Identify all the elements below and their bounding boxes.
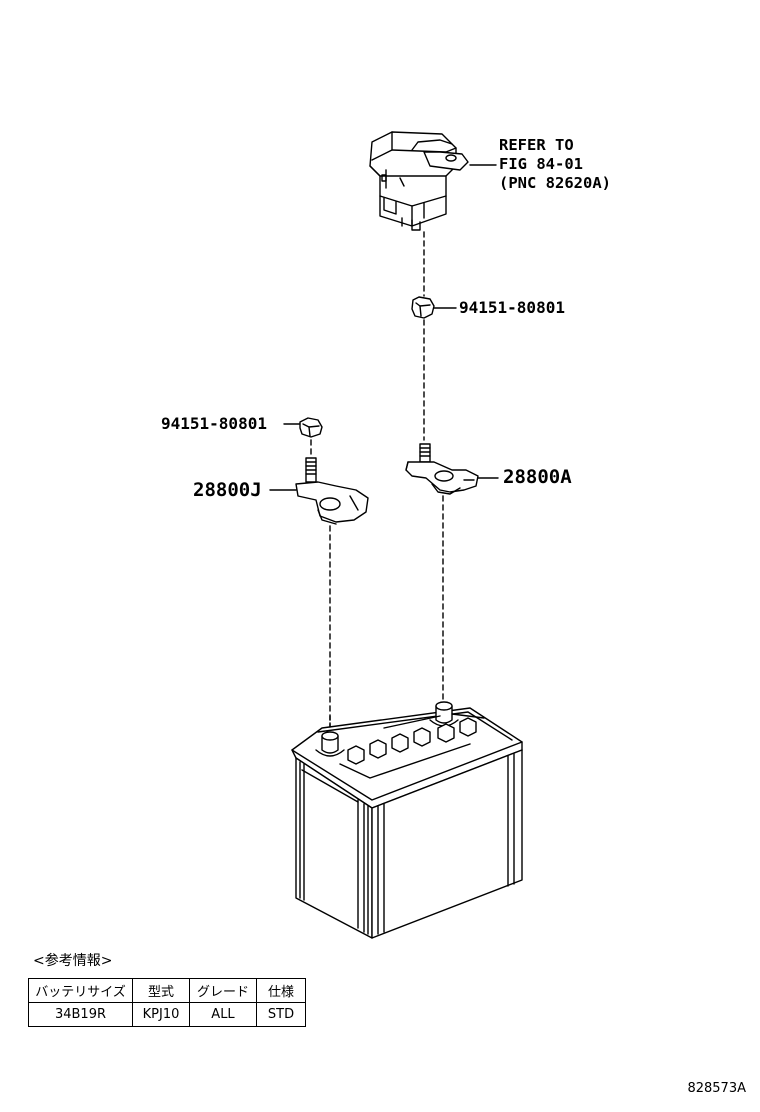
nut-left-part [283,417,323,438]
nut-upper-part [411,296,457,319]
fuse-block-part [369,131,469,231]
info-header-spec: 仕様 [256,978,306,1003]
info-cell-model: KPJ10 [132,1002,190,1027]
info-cell-grade: ALL [189,1002,257,1027]
info-table-header-row: バッテリサイズ 型式 グレード 仕様 [28,978,306,1003]
callout-terminal-positive: 28800A [503,466,572,488]
info-header-grade: グレード [189,978,257,1003]
info-cell-spec: STD [256,1002,306,1027]
terminal-negative-part [269,457,369,525]
info-table-title: <参考情報> [33,953,113,969]
callout-nut-upper: 94151-80801 [459,298,565,317]
terminal-positive-part [405,443,499,495]
callout-nut-left: 94151-80801 [161,414,267,433]
info-cell-battery-size: 34B19R [28,1002,133,1027]
callout-terminal-negative: 28800J [193,479,262,501]
info-table: バッテリサイズ 型式 グレード 仕様 34B19R KPJ10 ALL STD [28,978,306,1027]
illustration-number: 828573A [687,1081,746,1096]
refer-to-line2: FIG 84-01 [499,155,583,173]
refer-to-line3: (PNC 82620A) [499,174,611,192]
refer-to-note: REFER TO FIG 84-01 (PNC 82620A) [499,136,611,193]
info-header-model: 型式 [132,978,190,1003]
info-table-row: 34B19R KPJ10 ALL STD [28,1002,306,1027]
info-header-battery-size: バッテリサイズ [28,978,133,1003]
battery-part [291,701,523,939]
refer-to-line1: REFER TO [499,136,574,154]
